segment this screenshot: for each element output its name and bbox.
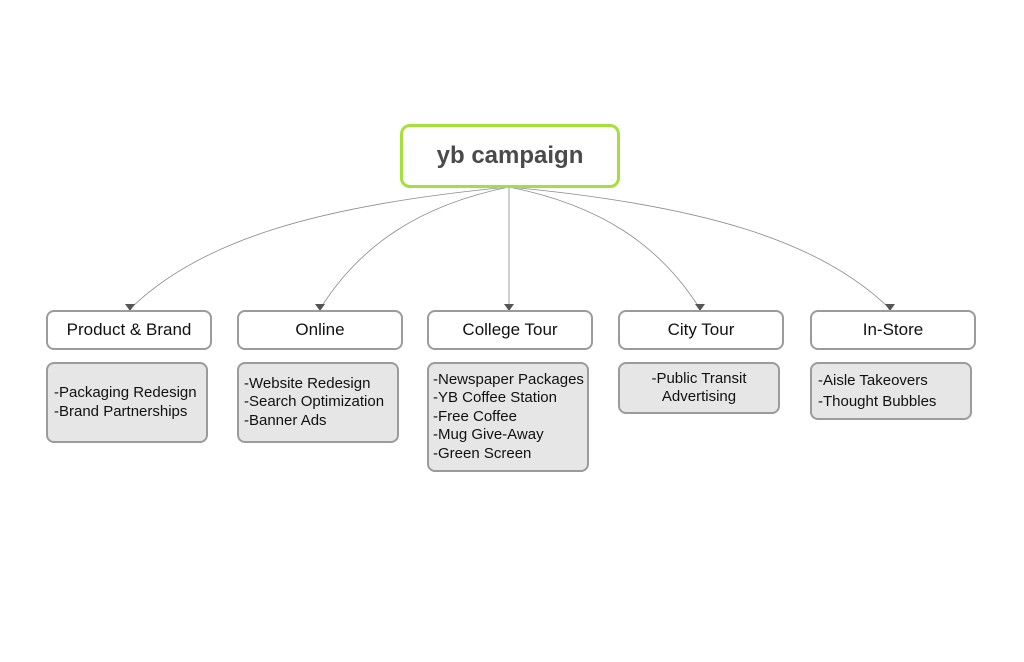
detail-item: -YB Coffee Station <box>433 389 557 407</box>
branch-title-label: Product & Brand <box>66 320 192 339</box>
connector-in-store <box>508 186 891 310</box>
detail-item: -Search Optimization <box>244 393 385 411</box>
detail-item: -Newspaper Packages <box>433 370 584 388</box>
branch-detail-college-tour[interactable]: -Newspaper Packages -YB Coffee Station -… <box>427 362 589 472</box>
detail-item: Advertising <box>661 388 737 405</box>
branch-detail-online[interactable]: -Website Redesign -Search Optimization -… <box>237 362 399 443</box>
branch-title-label: In-Store <box>862 320 924 339</box>
arrowhead-city-tour <box>695 304 705 311</box>
detail-item: -Aisle Takeovers <box>818 372 928 389</box>
branch-title-city-tour[interactable]: City Tour <box>618 310 784 350</box>
branch-title-online[interactable]: Online <box>237 310 403 350</box>
detail-item: -Packaging Redesign <box>54 384 197 401</box>
connector-product-brand <box>129 186 510 310</box>
branch-detail-city-tour[interactable]: -Public Transit Advertising <box>618 362 780 414</box>
branch-title-product-brand[interactable]: Product & Brand <box>46 310 212 350</box>
detail-item: -Mug Give-Away <box>433 426 544 444</box>
arrowhead-college-tour <box>504 304 514 311</box>
branch-title-label: College Tour <box>462 320 558 339</box>
detail-item: -Green Screen <box>433 444 532 462</box>
root-node-label: yb campaign <box>436 142 584 169</box>
branch-title-college-tour[interactable]: College Tour <box>427 310 593 350</box>
detail-item: -Free Coffee <box>433 407 517 425</box>
connector-online <box>319 186 510 310</box>
detail-item: -Public Transit <box>651 369 747 387</box>
connector-city-tour <box>508 186 701 310</box>
branch-detail-in-store[interactable]: -Aisle Takeovers -Thought Bubbles <box>810 362 972 420</box>
arrowhead-online <box>315 304 325 311</box>
detail-item: -Banner Ads <box>244 411 327 429</box>
detail-item: -Website Redesign <box>244 374 371 392</box>
detail-item: -Brand Partnerships <box>54 402 188 420</box>
branch-title-label: Online <box>295 320 345 339</box>
branch-title-in-store[interactable]: In-Store <box>810 310 976 350</box>
arrowhead-product-brand <box>125 304 135 311</box>
detail-item: -Thought Bubbles <box>818 393 937 410</box>
root-node-yb-campaign[interactable]: yb campaign <box>400 124 620 188</box>
branch-detail-product-brand[interactable]: -Packaging Redesign -Brand Partnerships <box>46 362 208 443</box>
branch-title-label: City Tour <box>667 320 735 339</box>
arrowhead-in-store <box>885 304 895 311</box>
